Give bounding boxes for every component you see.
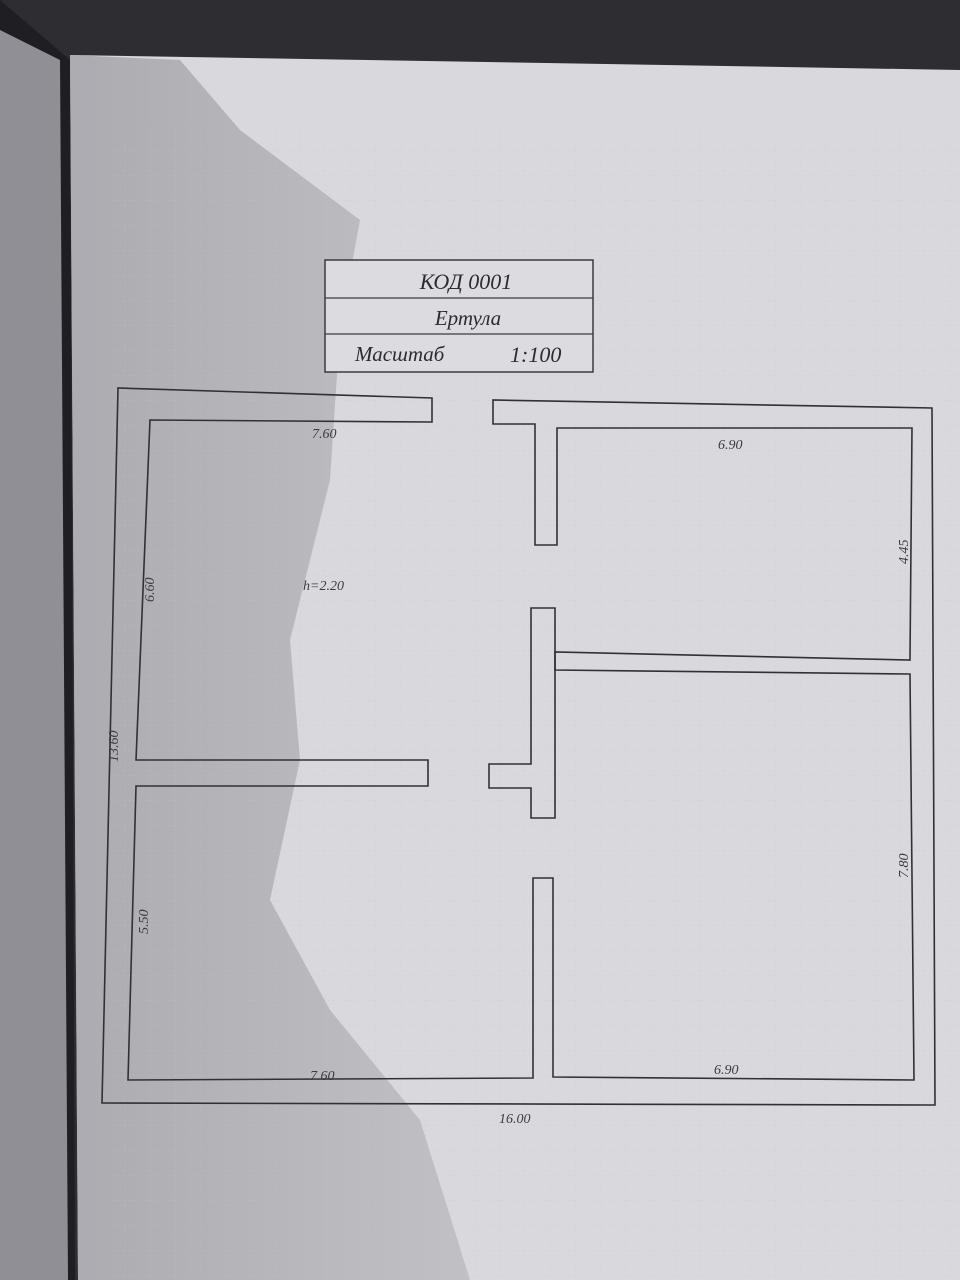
dim-top-right-width: 6.90 — [718, 438, 743, 453]
dim-bottom-left-width: 7.60 — [310, 1069, 335, 1084]
left-page-edge — [0, 30, 68, 1280]
stamp-scale-value: 1:100 — [510, 342, 561, 367]
stamp-scale-label: Масштаб — [354, 342, 446, 366]
central-partition-wall — [488, 607, 556, 819]
dimension-labels: 7.60 6.90 4.45 6.60 h=2.20 13.60 5.50 7.… — [107, 427, 912, 1127]
title-block: КОД 0001 Ертула Масштаб 1:100 — [324, 259, 594, 373]
dim-top-left-width: 7.60 — [312, 427, 337, 442]
floor-plan — [101, 387, 936, 1106]
dim-left-lower-height: 5.50 — [137, 910, 152, 935]
stamp-code: КОД 0001 — [419, 269, 512, 294]
dim-right-lower-height: 7.80 — [897, 854, 912, 879]
ceiling-height: h=2.20 — [303, 579, 344, 594]
stamp-name: Ертула — [434, 306, 501, 330]
dim-overall-height: 13.60 — [107, 731, 122, 763]
dim-overall-width: 16.00 — [499, 1112, 531, 1127]
dim-bottom-right-width: 6.90 — [714, 1063, 739, 1078]
dim-right-upper-height: 4.45 — [897, 540, 912, 565]
dim-left-upper-height: 6.60 — [143, 578, 158, 603]
